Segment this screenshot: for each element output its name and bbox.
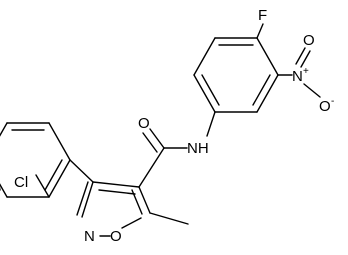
amide-o-label: O (138, 115, 150, 132)
fluoronitrophenyl-ring (193, 37, 279, 113)
bond (193, 37, 216, 76)
nitro-o-charge: - (331, 96, 334, 107)
chlorophenyl-ring (0, 122, 71, 198)
bond-c-cl (35, 174, 50, 198)
bond-carbonyl-isoxazole (138, 147, 165, 188)
bond (48, 159, 71, 198)
bond-n-o-right (303, 83, 321, 98)
bond-carbonyl-o-a (149, 128, 165, 149)
bond-n-o-top-a (295, 47, 306, 65)
bond (0, 183, 8, 198)
bond (256, 74, 279, 113)
bond (48, 122, 71, 161)
nitro-n-charge: + (303, 66, 309, 77)
bond-isoxazole-phenyl (69, 159, 94, 183)
nitro-o-top-label: O (303, 32, 315, 49)
bond-inner (252, 74, 271, 106)
bond-inner (98, 189, 136, 195)
fluorine-atom-label: F (258, 7, 267, 24)
bond (138, 186, 151, 214)
bond-carbonyl-o-b (142, 132, 158, 153)
bond-c-f (256, 23, 264, 39)
bond (0, 122, 8, 137)
isoxazole-ring (76, 181, 151, 237)
bond-inner (76, 181, 89, 216)
bond-inner (44, 159, 63, 191)
isoxazole-n-label: N (84, 228, 95, 245)
amide-nh-label: NH (187, 140, 209, 157)
bond (121, 217, 142, 229)
bond-n-o-top-b (300, 50, 311, 68)
nitro-o-right-label: O (319, 98, 331, 115)
isoxazole-o-label: O (110, 228, 122, 245)
bond-ring-nh (206, 111, 216, 137)
bond (193, 74, 216, 113)
chlorine-atom-label: Cl (14, 174, 28, 191)
bond (81, 181, 94, 218)
bond (92, 181, 140, 188)
bond-inner (131, 189, 143, 215)
methyl-bond (149, 212, 189, 225)
bond-inner (201, 74, 220, 106)
nitro-n-label: N (292, 68, 303, 85)
bond (256, 37, 279, 76)
